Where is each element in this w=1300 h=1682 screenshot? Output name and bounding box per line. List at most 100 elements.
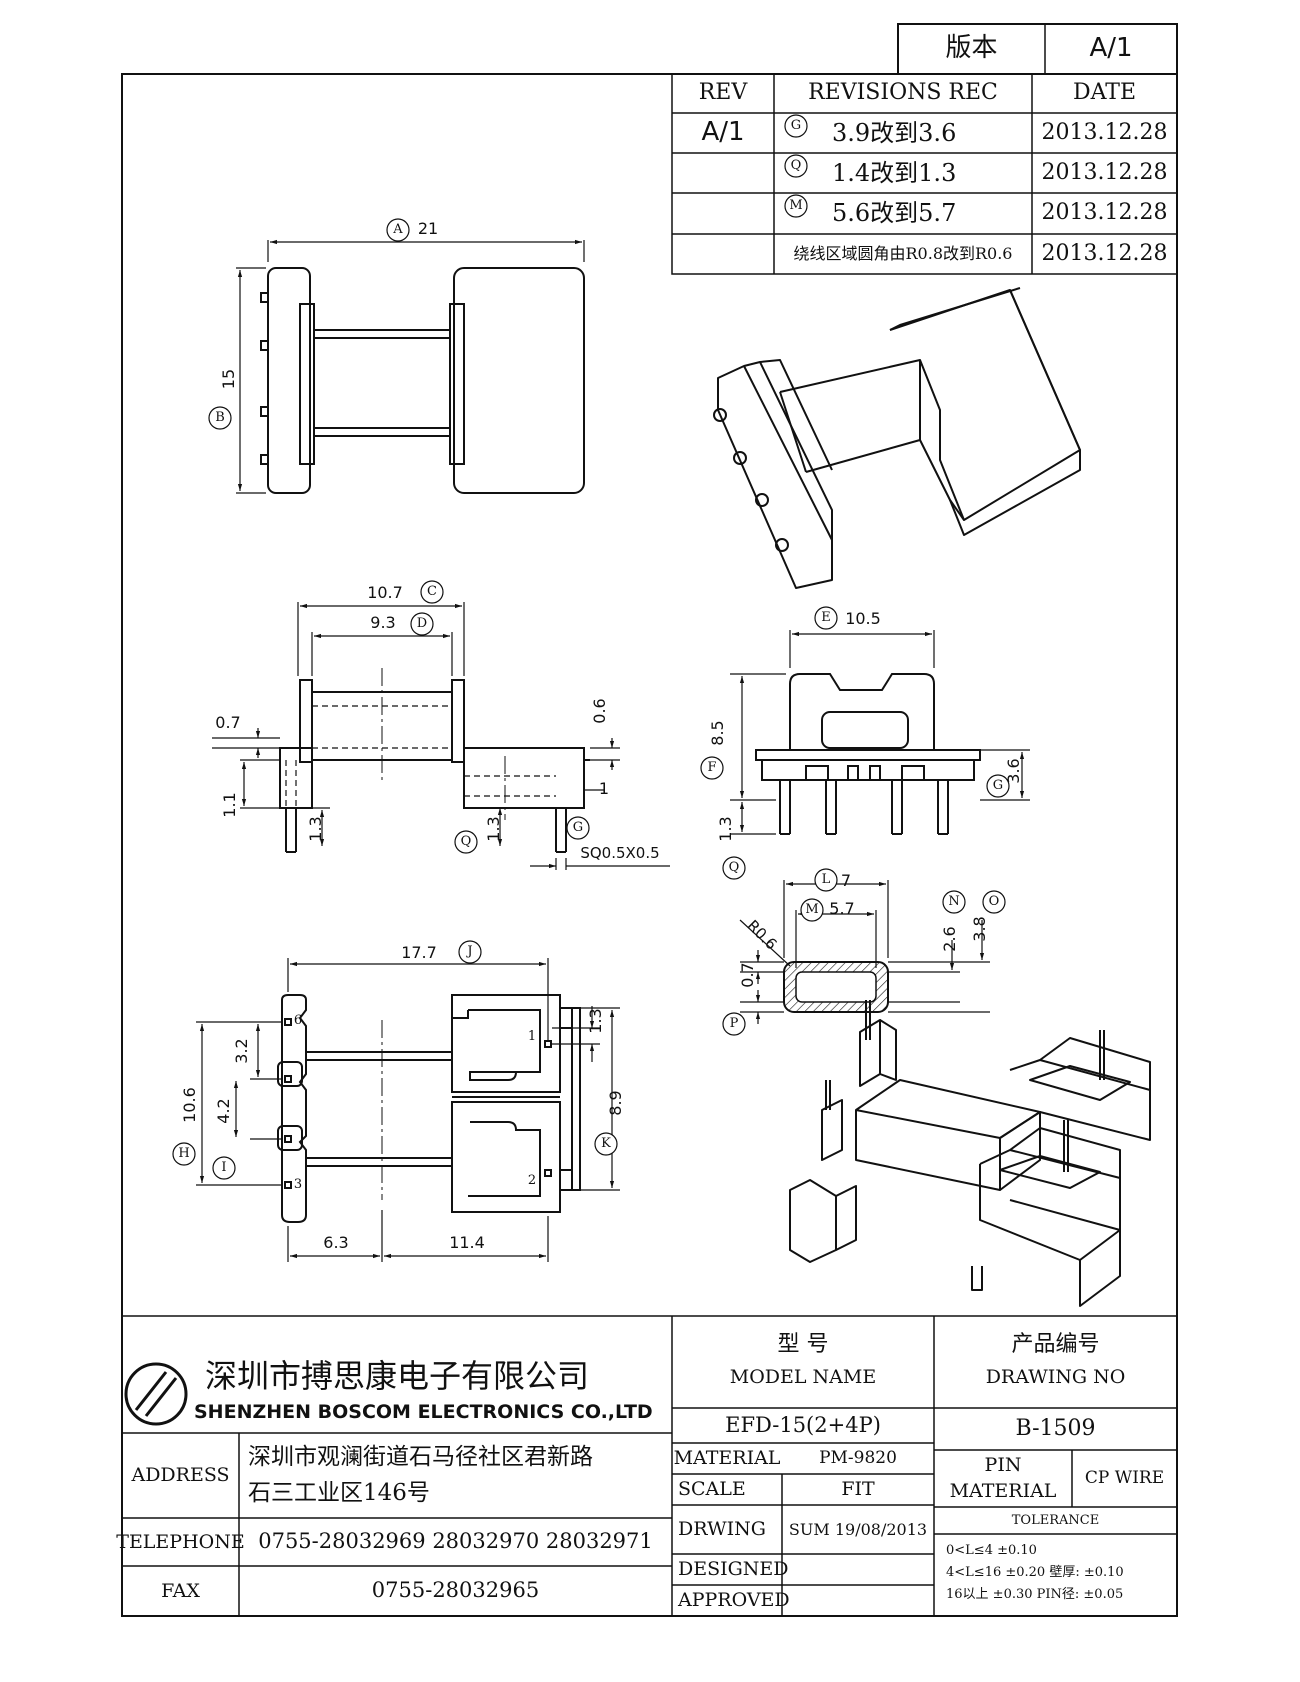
rev-mark-2: Q	[790, 158, 802, 174]
top-view	[260, 267, 585, 494]
dim-1-1: 1.1	[220, 792, 240, 818]
dim-o: 3.8	[970, 916, 990, 942]
dim-n: 2.6	[940, 926, 960, 952]
dim-3-2: 3.2	[232, 1038, 252, 1064]
rev-row-2-text: 1.4改到1.3	[832, 158, 957, 187]
circle-letter-e: E	[821, 610, 831, 626]
title-block	[122, 1315, 1177, 1616]
dim-0-7: 0.7	[215, 713, 241, 733]
dim-h: 10.6	[180, 1087, 200, 1123]
drawing-label-en: DRAWING NO	[985, 1365, 1126, 1388]
rev-row-2-date: 2013.12.28	[1041, 159, 1168, 185]
winding-section	[783, 961, 889, 1013]
pin-label-2: 2	[527, 1173, 537, 1189]
tolerance-line-3: 16以上 ±0.30 PIN径: ±0.05	[946, 1587, 1124, 1603]
model-label-en: MODEL NAME	[729, 1365, 877, 1388]
dim-b: 15	[219, 368, 239, 390]
outer-frame	[121, 73, 1178, 1617]
dim-e: 10.5	[845, 609, 881, 629]
circle-letter-n: N	[948, 894, 960, 910]
circle-letter-q-front: Q	[460, 834, 472, 850]
dim-i: 4.2	[214, 1098, 234, 1124]
date-header: DATE	[1072, 80, 1137, 106]
circle-letter-o: O	[988, 894, 1000, 910]
pin-label-1: 1	[527, 1029, 537, 1045]
drawing-label-cn: 产品编号	[1011, 1331, 1100, 1357]
model-label-cn: 型 号	[777, 1331, 829, 1357]
tolerance-line-1: 0<L≤4 ±0.10	[946, 1543, 1037, 1559]
circle-letter-q: Q	[728, 860, 740, 876]
material-label: MATERIAL	[673, 1447, 781, 1470]
dim-0-6: 0.6	[590, 698, 610, 724]
circle-letter-b: B	[215, 410, 225, 426]
telephone-label: TELEPHONE	[116, 1530, 245, 1553]
scale-label: SCALE	[678, 1478, 746, 1501]
circle-letter-h: H	[178, 1146, 190, 1162]
address-line-1: 深圳市观澜街道石马径社区君新路	[248, 1444, 593, 1471]
company-name-en: SHENZHEN BOSCOM ELECTRONICS CO.,LTD	[194, 1400, 653, 1423]
circle-letter-k: K	[601, 1136, 611, 1152]
company-logo	[124, 1362, 188, 1426]
rev-mark-1: G	[790, 118, 802, 134]
dim-1-3-right: 1.3	[586, 1008, 606, 1034]
circle-letter-p: P	[729, 1016, 739, 1032]
tolerance-line-2: 4<L≤16 ±0.20 壁厚: ±0.10	[946, 1565, 1124, 1581]
dim-6-3: 6.3	[323, 1233, 349, 1253]
dim-k: 8.9	[606, 1090, 626, 1116]
dim-q: 1.3	[716, 816, 736, 842]
circle-letter-f: F	[707, 760, 717, 776]
tolerance-label: TOLERANCE	[1011, 1512, 1100, 1528]
rec-header: REVISIONS REC	[808, 80, 998, 106]
circle-letter-g: G	[992, 778, 1004, 794]
dim-c: 10.7	[367, 583, 403, 603]
dim-1: 1	[598, 779, 610, 799]
pin-material-label-2: MATERIAL	[949, 1479, 1057, 1502]
side-view	[755, 673, 981, 835]
drawing-value: B-1509	[1015, 1415, 1096, 1441]
dim-sq: SQ0.5X0.5	[580, 844, 660, 862]
revision-table	[671, 73, 1178, 275]
dim-a: 21	[417, 219, 439, 239]
version-value: A/1	[1089, 33, 1133, 64]
rev-row-4-date: 2013.12.28	[1041, 240, 1168, 266]
circle-letter-d: D	[416, 616, 428, 632]
rev-mark-3: M	[789, 198, 803, 214]
dim-m: 5.7	[829, 899, 855, 919]
bottom-view	[277, 994, 581, 1223]
model-value: EFD-15(2+4P)	[725, 1412, 881, 1437]
approved-label: APPROVED	[678, 1589, 790, 1612]
dim-f: 8.5	[708, 720, 728, 746]
fax-label: FAX	[161, 1579, 200, 1602]
circle-letter-a: A	[393, 222, 403, 238]
circle-letter-l: L	[821, 872, 831, 888]
company-name-cn: 深圳市搏思康电子有限公司	[205, 1356, 590, 1395]
circle-letter-g-front: G	[572, 820, 584, 836]
scale-value: FIT	[841, 1478, 875, 1501]
rev-row-4-text: 绕线区域圆角由R0.8改到R0.6	[793, 244, 1013, 264]
pin-material-value: CP WIRE	[1084, 1468, 1165, 1489]
rev-header: REV	[698, 80, 748, 106]
dim-j: 17.7	[401, 943, 437, 963]
dim-p: 0.7	[738, 962, 758, 988]
circle-letter-j: J	[467, 944, 473, 960]
circle-letter-c: C	[427, 584, 437, 600]
pin-label-6: 6	[293, 1013, 303, 1029]
fax-value: 0755-28032965	[371, 1578, 540, 1603]
rev-row-3-date: 2013.12.28	[1041, 200, 1168, 226]
designed-label: DESIGNED	[678, 1558, 789, 1581]
dim-1-3-left: 1.3	[306, 816, 326, 842]
address-line-2: 石三工业区146号	[248, 1480, 430, 1507]
pin-material-label-1: PIN	[984, 1453, 1022, 1476]
isometric-view-bottom	[789, 1000, 1151, 1307]
isometric-view-top	[713, 287, 1081, 589]
dim-d: 9.3	[370, 613, 396, 633]
dim-l: 7	[840, 871, 852, 891]
dim-11-4: 11.4	[449, 1233, 485, 1253]
rev-value: A/1	[701, 117, 745, 148]
version-label: 版本	[945, 33, 998, 64]
circle-letter-m: M	[805, 902, 819, 918]
rev-row-1-text: 3.9改到3.6	[832, 118, 957, 147]
pin-label-3: 3	[293, 1177, 303, 1193]
